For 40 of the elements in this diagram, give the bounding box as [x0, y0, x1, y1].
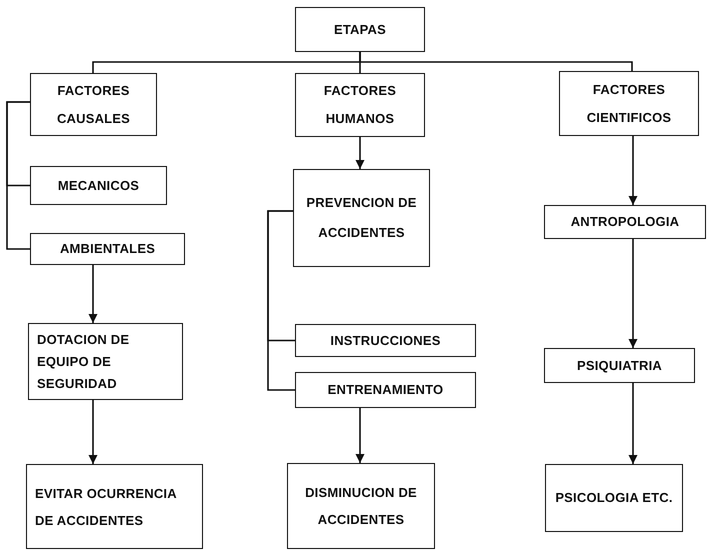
connector-line [356, 137, 364, 169]
process-box [544, 205, 706, 239]
process-box [28, 323, 183, 400]
process-box [30, 166, 167, 205]
process-box [30, 233, 185, 265]
connector-line [628, 383, 638, 464]
process-box [293, 169, 430, 267]
process-box [287, 463, 435, 549]
connector-line [6, 101, 30, 250]
box-label: FACTORES HUMANOS [322, 82, 398, 128]
process-box [30, 73, 157, 136]
connector-line [628, 239, 638, 348]
box-label: FACTORES CAUSALES [56, 82, 132, 128]
box-label: DISMINUCION DE ACCIDENTES [304, 484, 418, 529]
box-label: INSTRUCCIONES [330, 332, 441, 348]
box-label: PREVENCION DE ACCIDENTES [305, 194, 418, 242]
box-label: DOTACION DE EQUIPO DE SEGURIDAD [37, 330, 130, 392]
process-box [545, 464, 683, 532]
box-label: ETAPAS [334, 22, 386, 38]
box-label: ANTROPOLOGIA [570, 214, 680, 230]
connector-line [267, 210, 295, 391]
box-label: PSIQUIATRIA [576, 358, 662, 374]
process-box [295, 324, 476, 357]
connector-line [356, 408, 364, 463]
process-box [295, 73, 425, 137]
process-box [295, 7, 425, 52]
box-label: MECANICOS [58, 178, 140, 194]
process-box [559, 71, 699, 136]
box-label: AMBIENTALES [60, 241, 156, 257]
process-box [295, 372, 476, 408]
connector-line [88, 265, 98, 323]
process-box [26, 464, 203, 549]
box-label: ENTRENAMIENTO [328, 382, 444, 398]
connector-line [628, 136, 638, 205]
process-box [544, 348, 695, 383]
box-label: FACTORES CIENTIFICOS [586, 80, 672, 126]
connector-line [359, 52, 633, 71]
connector-line [88, 400, 98, 464]
box-label: EVITAR OCURRENCIA DE ACCIDENTES [35, 484, 178, 530]
box-label: PSICOLOGIA ETC. [555, 489, 673, 507]
